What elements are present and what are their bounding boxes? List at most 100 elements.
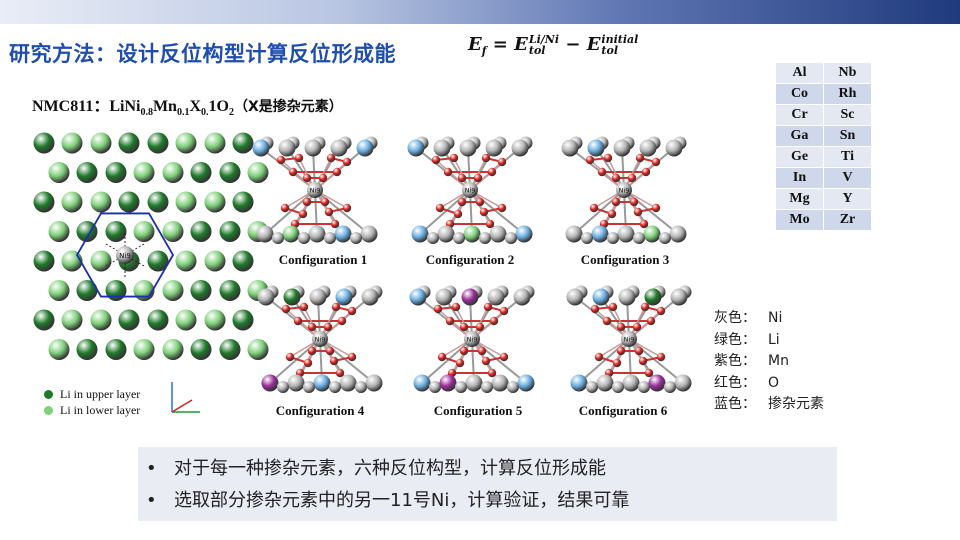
oxygen-atom xyxy=(634,346,644,356)
dopant-cell: Rh xyxy=(823,83,872,105)
oxygen-atom xyxy=(651,203,661,213)
li-lower-atom xyxy=(175,132,197,154)
bond-line xyxy=(269,338,321,384)
li-upper-atom xyxy=(76,221,98,242)
color-legend-row: 灰色：Ni xyxy=(714,308,824,330)
oxygen-atom xyxy=(342,203,352,213)
li-lower-atom xyxy=(61,250,83,272)
ni-atom xyxy=(507,381,519,393)
ni-atom xyxy=(607,232,619,244)
li-legend-lower: Li in lower layer xyxy=(44,402,140,418)
top-atom-dop xyxy=(252,139,270,157)
oxygen-atom xyxy=(481,356,491,366)
conclusion-box: •对于每一种掺杂元素，六种反位构型，计算反位形成能 •选取部分掺杂元素中的另一1… xyxy=(138,447,837,521)
nmc-mn: Mn xyxy=(152,98,177,115)
oxygen-atom xyxy=(635,153,645,163)
li-lower-atom xyxy=(162,339,184,360)
li-lower-atom xyxy=(48,280,70,301)
li-upper-atom xyxy=(105,339,127,360)
bottom-atom-ni xyxy=(491,374,509,392)
ni9-atom-label: Ni9 xyxy=(315,336,326,344)
li-lower-atom xyxy=(61,309,83,331)
color-legend-row: 紫色：Mn xyxy=(714,351,824,373)
bullet-dot-icon: • xyxy=(146,490,157,511)
bond-line xyxy=(573,189,625,235)
bottom-atom-dop xyxy=(413,374,431,392)
color-legend-row: 红色：O xyxy=(714,373,824,395)
formula-equals: = xyxy=(492,34,508,55)
dopant-cell: Sn xyxy=(823,125,872,147)
configuration-6-label: Configuration 6 xyxy=(578,403,668,418)
oxygen-atom xyxy=(497,203,507,213)
top-atom-ni xyxy=(613,139,631,157)
li-upper-atom xyxy=(190,339,212,360)
ni-atom xyxy=(350,232,362,244)
top-atom-ni xyxy=(618,288,636,306)
li-upper-atom xyxy=(190,162,212,183)
li-lower-atom xyxy=(133,162,155,183)
li-upper-atom xyxy=(33,309,55,331)
oxygen-atom xyxy=(607,209,617,219)
configuration-1-label: Configuration 1 xyxy=(278,252,368,267)
nmc-prefix: NMC811：LiNi xyxy=(32,98,141,115)
oxygen-atom xyxy=(632,322,642,332)
nmc-x: X xyxy=(189,98,202,115)
ni-atom xyxy=(581,232,593,244)
ni-atom xyxy=(505,232,517,244)
oxygen-atom xyxy=(489,316,499,326)
li-lower-atom xyxy=(204,191,226,213)
ni-atom xyxy=(481,381,493,393)
li-upper-atom xyxy=(76,162,98,183)
bullet-text-1: 对于每一种掺杂元素，六种反位构型，计算反位形成能 xyxy=(174,458,606,479)
top-atom-mn xyxy=(461,288,479,306)
bond-line xyxy=(419,189,471,235)
li-upper-atom xyxy=(118,132,140,154)
dopant-cell: Ge xyxy=(775,146,824,168)
oxygen-atom xyxy=(281,304,291,314)
top-atom-ni xyxy=(304,139,322,157)
oxygen-atom xyxy=(475,322,485,332)
formula-sub-tol2: tol xyxy=(601,44,619,57)
li-lower-atom xyxy=(175,250,197,272)
li-lower-atom xyxy=(162,162,184,183)
color-legend-element: Ni xyxy=(768,310,783,326)
slide-title: 研究方法：设计反位构型计算反位形成能 xyxy=(9,42,396,66)
bottom-atom-ni xyxy=(365,374,383,392)
color-legend-element: O xyxy=(768,374,780,391)
oxygen-atom xyxy=(329,356,339,366)
bond-line xyxy=(471,338,527,384)
oxygen-atom xyxy=(330,219,340,229)
oxygen-atom xyxy=(453,209,463,219)
li-upper-atom xyxy=(147,309,169,331)
dopant-cell: Sc xyxy=(823,104,872,126)
oxygen-atom xyxy=(616,322,626,332)
oxygen-atom xyxy=(347,306,357,316)
li-lower-atom xyxy=(61,132,83,154)
nmc-note: （X是掺杂元素） xyxy=(233,99,343,115)
bottom-atom-dop xyxy=(570,374,588,392)
li-upper-dot-icon xyxy=(44,389,53,399)
oxygen-atom xyxy=(457,197,467,207)
ni9-center-atom xyxy=(307,182,323,198)
li-upper-atom xyxy=(219,221,241,242)
oxygen-atom xyxy=(435,203,445,213)
bond-line xyxy=(319,338,375,384)
ni-atom xyxy=(586,381,598,393)
bottom-atom-mn xyxy=(261,374,279,392)
li-lower-atom xyxy=(247,162,269,183)
ni-atom xyxy=(277,381,289,393)
oxygen-atom xyxy=(332,167,342,177)
top-atom-ni xyxy=(435,288,453,306)
oxygen-atom xyxy=(487,167,497,177)
oxygen-atom xyxy=(307,322,317,332)
oxygen-atom xyxy=(335,368,345,378)
li-layer-top-view: Ni9 xyxy=(33,132,269,360)
ni-atom xyxy=(455,381,467,393)
li-legend-lower-label: Li in lower layer xyxy=(60,402,141,417)
oxygen-atom xyxy=(499,352,509,362)
oxygen-atom xyxy=(294,153,304,163)
oxygen-atom xyxy=(431,155,441,165)
